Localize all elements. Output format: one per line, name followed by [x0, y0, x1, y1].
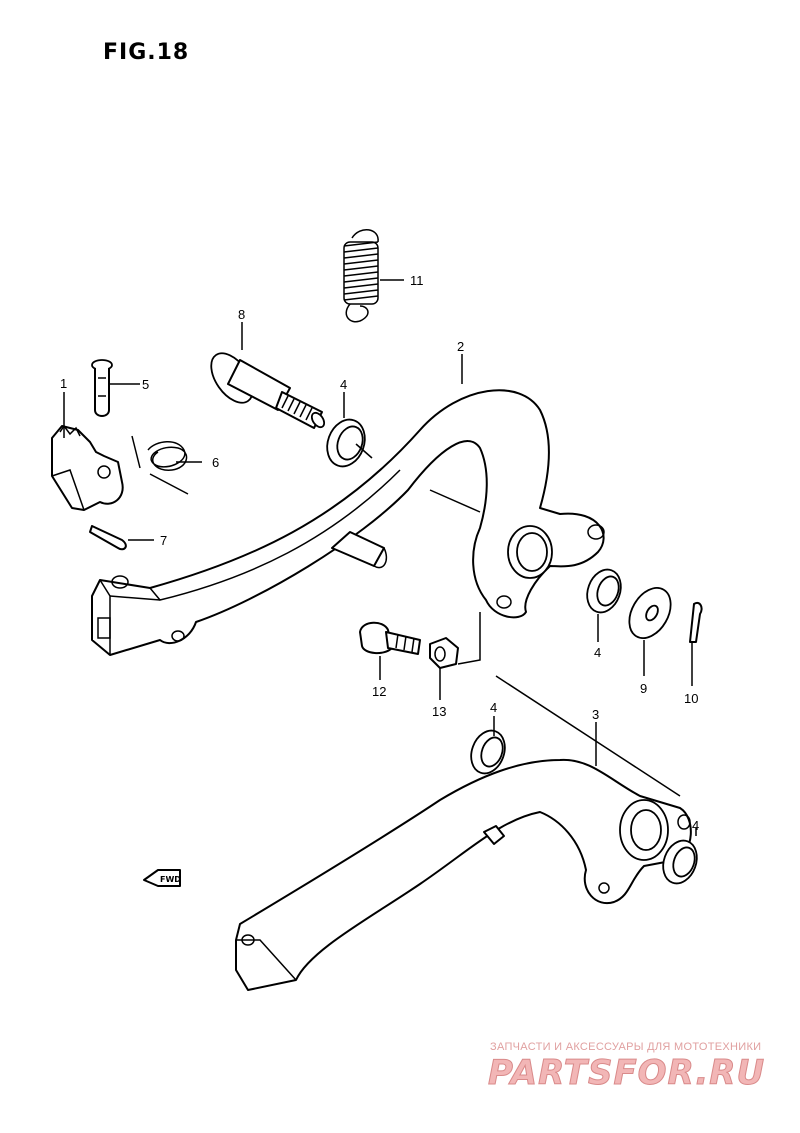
callout-5: 5	[142, 377, 149, 392]
part-10-cotter-pin	[689, 602, 703, 643]
callout-4: 4	[340, 377, 347, 392]
part-4-seal-right	[586, 568, 622, 614]
figure-title: FIG.18	[103, 40, 190, 65]
callout-1: 1	[60, 376, 67, 391]
callout-4: 4	[692, 818, 699, 833]
part-4-seal-lower	[470, 729, 506, 775]
part-11-spring	[343, 229, 379, 323]
part-5-pin	[91, 359, 113, 417]
leader-lines	[63, 279, 697, 836]
callout-4: 4	[490, 700, 497, 715]
fwd-label: FWD	[160, 875, 181, 884]
part-4-seal-upper	[326, 418, 366, 468]
part-6-torsion-spring	[131, 435, 189, 495]
part-8-pivot-bolt	[210, 352, 326, 429]
callout-12: 12	[372, 684, 386, 699]
callout-11: 11	[410, 273, 424, 288]
part-1-bracket	[51, 424, 124, 511]
part-9-washer	[628, 587, 672, 639]
callout-10: 10	[684, 691, 698, 706]
part-4-seal-lower-right	[662, 839, 698, 885]
callout-3: 3	[592, 707, 599, 722]
part-3-lower-pedal	[235, 758, 692, 991]
part-7-cotter-pin	[89, 525, 127, 551]
callout-numbers: 1 2 3 4 4 4 4 5 6 7 8 9 10 11 12 13	[60, 273, 699, 833]
callout-6: 6	[212, 455, 219, 470]
callout-8: 8	[238, 307, 245, 322]
callout-7: 7	[160, 533, 167, 548]
callout-13: 13	[432, 704, 446, 719]
part-13-nut	[429, 637, 459, 669]
watermark-tagline: ЗАПЧАСТИ И АКСЕССУАРЫ ДЛЯ МОТОТЕХНИКИ	[490, 1041, 762, 1053]
callout-4: 4	[594, 645, 601, 660]
callout-2: 2	[457, 339, 464, 354]
callout-9: 9	[640, 681, 647, 696]
fwd-direction-arrow: FWD	[143, 869, 181, 887]
watermark-logo: PARTSFOR.RU	[487, 1053, 766, 1094]
part-12-bolt	[359, 621, 421, 655]
part-2-brake-pedal	[91, 389, 605, 656]
